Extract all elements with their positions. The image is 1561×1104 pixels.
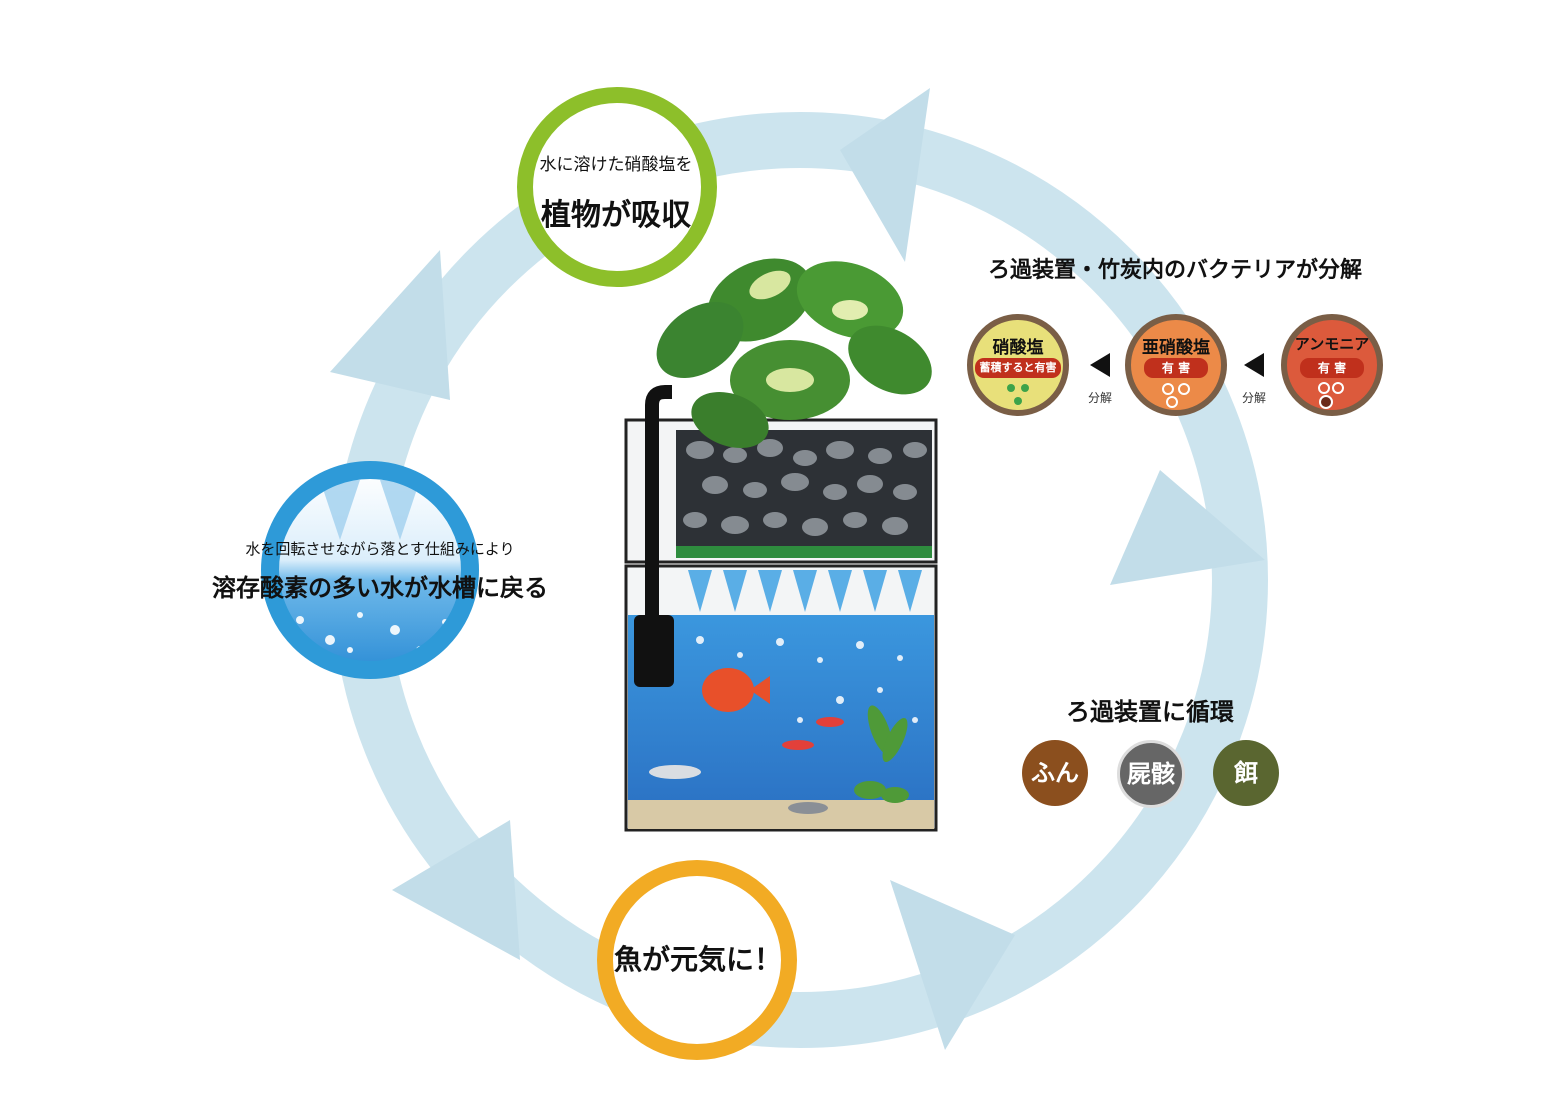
fish-node-title: 魚が元気に！ (613, 943, 782, 976)
aquarium-tank (624, 258, 938, 832)
decomp-label-1: 分解 (1087, 391, 1112, 405)
waste-feces: ふん (1022, 740, 1088, 806)
plant-node-circle (517, 87, 717, 287)
chem-name-ammonia: アンモニア (1294, 335, 1370, 353)
waste-food: 餌 (1213, 740, 1279, 806)
fish-node-circle (597, 860, 797, 1060)
waste-carcass: 屍骸 (1117, 740, 1185, 808)
chem-badge-ammonia: 有 害 (1300, 358, 1364, 378)
plant-node-caption: 水に溶けた硝酸塩を (539, 155, 693, 175)
decomp-label-2: 分解 (1241, 391, 1266, 405)
bacteria-title: ろ過装置・竹炭内のバクテリアが分解 (987, 258, 1362, 283)
plant-node-title: 植物が吸収 (541, 198, 691, 233)
chem-badge-nitrate: 蓄積すると有害 (975, 358, 1061, 378)
oxygen-node-caption: 水を回転させながら落とす仕組みにより (245, 540, 515, 558)
cycle-arrowheads (330, 88, 1265, 1050)
chem-name-nitrite: 亜硝酸塩 (1142, 338, 1210, 358)
chem-name-nitrate: 硝酸塩 (992, 338, 1044, 358)
circulation-title: ろ過装置に循環 (1066, 698, 1234, 726)
oxygen-node-title: 溶存酸素の多い水が水槽に戻る (212, 574, 548, 602)
chem-badge-nitrite: 有 害 (1144, 358, 1208, 378)
